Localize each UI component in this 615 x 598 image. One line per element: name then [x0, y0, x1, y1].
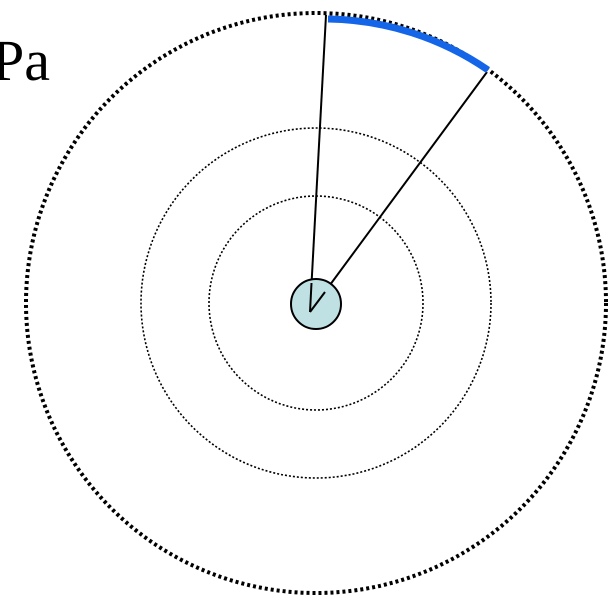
- radial-line-right: [309, 71, 488, 313]
- radial-line-right-inner: [309, 291, 326, 313]
- inner-dotted-circle: [208, 195, 424, 411]
- radial-line-top-inner: [309, 282, 313, 313]
- highlighted-arc: [327, 15, 490, 73]
- middle-dotted-circle: [140, 127, 492, 479]
- diagram-label: Pa: [0, 28, 50, 93]
- radial-line-top: [309, 14, 327, 313]
- outer-dotted-circle: [24, 11, 608, 595]
